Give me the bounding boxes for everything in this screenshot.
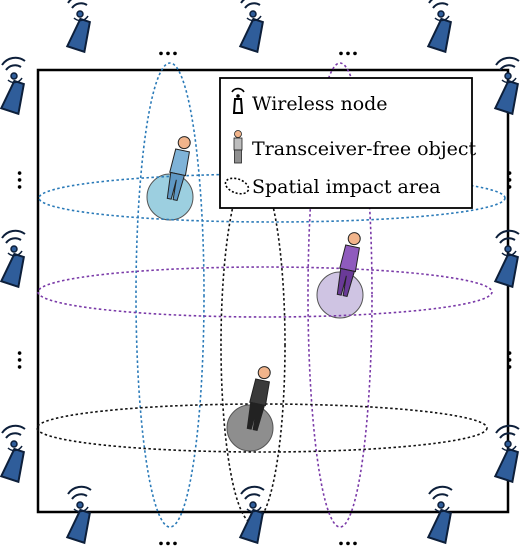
wireless-node-icon bbox=[239, 0, 268, 53]
wireless-node-icon bbox=[0, 56, 29, 115]
wireless-node-icon bbox=[66, 0, 95, 53]
top-ellipsis: ... bbox=[158, 36, 179, 60]
top-ellipsis: ... bbox=[338, 36, 359, 60]
wireless-node-icon bbox=[0, 229, 29, 288]
bottom-ellipsis: ... bbox=[338, 526, 359, 550]
room-boundary bbox=[36, 68, 510, 514]
wireless-node-icon bbox=[494, 229, 523, 288]
wireless-node-icon bbox=[0, 424, 29, 483]
right-ellipsis: ... bbox=[503, 170, 527, 191]
legend-label-transceiver-free-object: Transceiver-free object bbox=[252, 138, 477, 160]
blue-person-icon bbox=[166, 136, 191, 202]
wireless-node-icon bbox=[427, 485, 456, 544]
wireless-node-icon bbox=[494, 424, 523, 483]
legend-person-icon bbox=[233, 130, 243, 164]
purple-horizontal-impact-area bbox=[37, 266, 493, 318]
legend-label-wireless-node: Wireless node bbox=[252, 93, 388, 115]
left-ellipsis: ... bbox=[13, 350, 37, 371]
legend-antenna-icon bbox=[231, 87, 245, 114]
black-vertical-impact-area bbox=[220, 166, 286, 524]
bottom-ellipsis: ... bbox=[158, 526, 179, 550]
right-ellipsis: ... bbox=[503, 350, 527, 371]
legend-ellipse-icon bbox=[224, 177, 250, 195]
purple-person-icon bbox=[336, 232, 361, 298]
legend-label-spatial-impact-area: Spatial impact area bbox=[252, 176, 441, 198]
wireless-node-icon bbox=[427, 0, 456, 53]
wireless-node-icon bbox=[66, 485, 95, 544]
black-person-icon bbox=[246, 366, 271, 432]
wireless-node-icon bbox=[494, 56, 523, 115]
left-ellipsis: ... bbox=[13, 170, 37, 191]
legend: Wireless node Transceiver-free object Sp… bbox=[219, 77, 477, 209]
blue-vertical-impact-area bbox=[135, 62, 205, 528]
purple-vertical-impact-area bbox=[307, 62, 373, 528]
wireless-node-icon bbox=[239, 485, 268, 544]
